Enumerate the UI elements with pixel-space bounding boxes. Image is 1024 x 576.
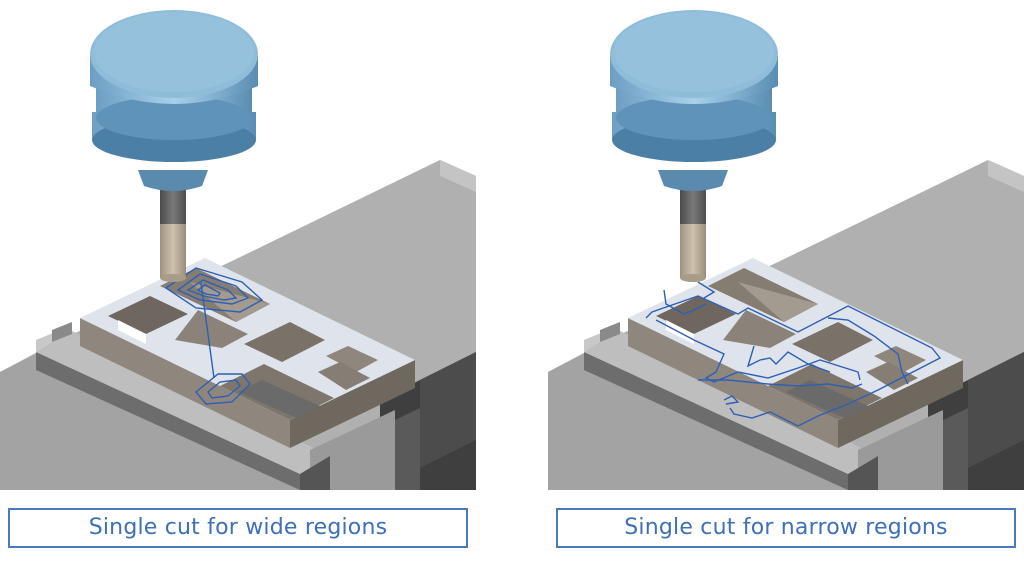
right-illustration <box>548 0 1024 492</box>
spindle <box>610 10 778 282</box>
caption-narrow-regions: Single cut for narrow regions <box>556 508 1016 548</box>
workpiece <box>628 258 963 448</box>
right-scene <box>548 10 1024 490</box>
spindle <box>90 10 258 282</box>
toolpath <box>645 281 942 427</box>
toolpath <box>164 267 264 405</box>
left-illustration <box>0 0 476 492</box>
caption-wide-regions: Single cut for wide regions <box>8 508 468 548</box>
left-scene <box>0 10 476 490</box>
